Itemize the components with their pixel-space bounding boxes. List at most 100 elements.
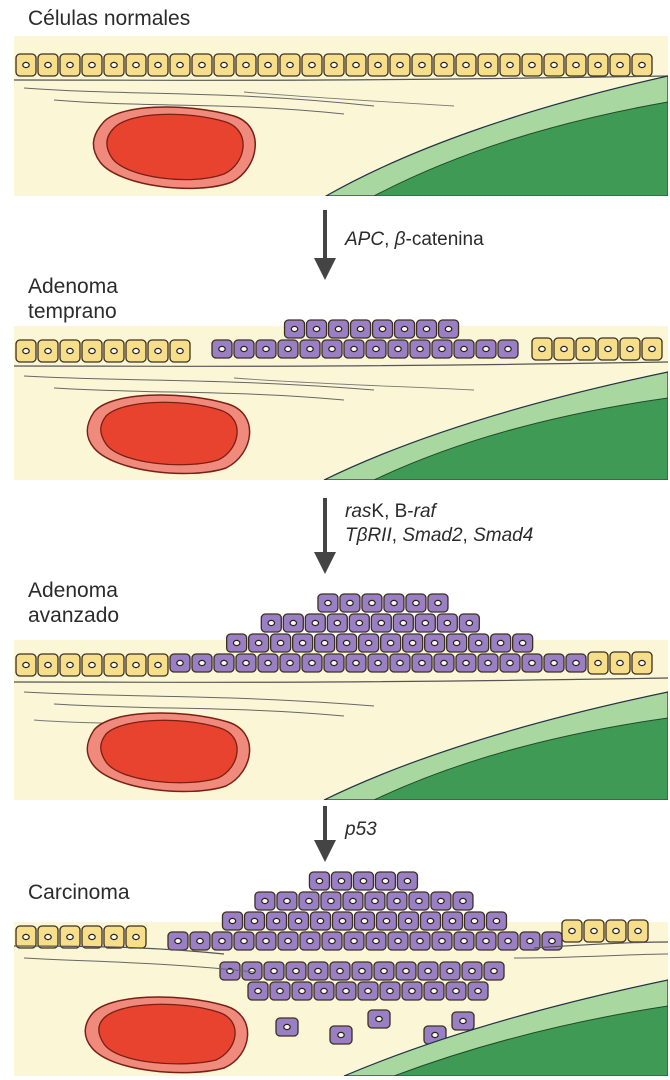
nucleus [177,660,183,665]
nucleus [372,898,378,903]
epithelium [16,594,652,676]
nucleus [23,934,29,939]
nucleus [233,640,239,645]
gene-text: raf [414,501,436,522]
nucleus [373,346,379,351]
nucleus [649,346,655,351]
gene-text: , [392,525,403,546]
nucleus [595,660,601,665]
stage-label-normal: Células normales [28,6,190,31]
nucleus [299,988,305,993]
nucleus [441,660,447,665]
nucleus [427,918,433,923]
nucleus [395,938,401,943]
tissue-illustration [14,862,668,1076]
nucleus [409,640,415,645]
nucleus [401,326,407,331]
nucleus [277,988,283,993]
nucleus [361,918,367,923]
nucleus [133,662,139,667]
nucleus [375,62,381,67]
nucleus [343,640,349,645]
nucleus [321,988,327,993]
nucleus [527,938,533,943]
nucleus [45,934,51,939]
nucleus [397,660,403,665]
nucleus [529,62,535,67]
nucleus [347,600,353,605]
nucleus [23,348,29,353]
nucleus [221,660,227,665]
nucleus [449,918,455,923]
nucleus [155,62,161,67]
tissue-panel-early [14,290,668,480]
nucleus [199,62,205,67]
tissue-panel-normal [14,36,668,196]
gene-text: , [384,229,395,250]
nucleus [493,918,499,923]
nucleus [617,62,623,67]
nucleus [404,878,410,883]
nucleus [463,62,469,67]
nucleus [394,898,400,903]
nucleus [469,968,475,973]
nucleus [505,346,511,351]
nucleus [287,62,293,67]
nucleus [381,968,387,973]
nucleus [111,62,117,67]
nucleus [199,660,205,665]
nucleus [265,660,271,665]
tissue-illustration [14,590,668,800]
nucleus [328,898,334,903]
nucleus [439,346,445,351]
nucleus [45,62,51,67]
nucleus [475,988,481,993]
nucleus [23,662,29,667]
nucleus [431,640,437,645]
nucleus [422,620,428,625]
nucleus [309,62,315,67]
nucleus [23,62,29,67]
nucleus [299,640,305,645]
nucleus [353,660,359,665]
nucleus [613,928,619,933]
nucleus [175,938,181,943]
gene-text: p53 [345,819,377,840]
nucleus [403,968,409,973]
nucleus [291,326,297,331]
nucleus [315,968,321,973]
nucleus [293,968,299,973]
nucleus [67,348,73,353]
nucleus [405,918,411,923]
mutation-line: p53 [345,818,377,842]
nucleus [263,346,269,351]
gene-text: , [463,525,474,546]
nucleus [460,898,466,903]
nucleus [583,346,589,351]
nucleus [221,62,227,67]
nucleus [337,968,343,973]
nucleus [67,62,73,67]
nucleus [460,1018,466,1023]
nucleus [387,640,393,645]
nucleus [325,600,331,605]
nucleus [573,62,579,67]
nucleus [419,62,425,67]
nucleus [262,898,268,903]
nucleus [271,968,277,973]
nucleus [133,934,139,939]
nucleus [423,326,429,331]
nucleus [382,878,388,883]
mutation-label-1: APC, β-catenina [345,228,484,252]
nucleus [249,968,255,973]
down-arrow-icon [314,806,336,862]
nucleus [331,660,337,665]
nucleus [359,968,365,973]
nucleus [133,348,139,353]
nucleus [338,1032,344,1037]
nucleus [391,600,397,605]
nucleus [67,662,73,667]
nucleus [243,62,249,67]
nucleus [635,928,641,933]
nucleus [351,346,357,351]
